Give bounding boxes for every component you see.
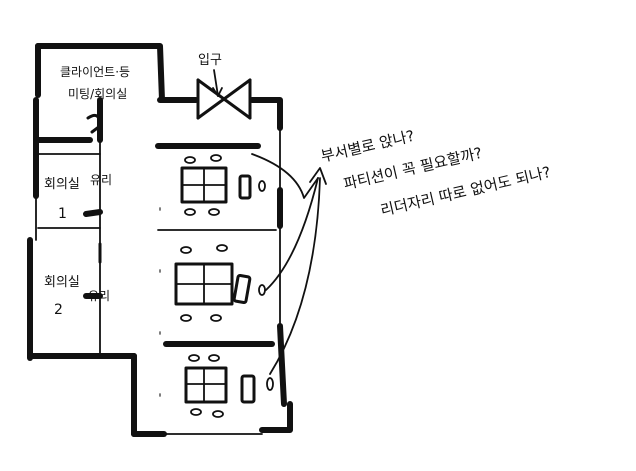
chair xyxy=(258,180,266,192)
chair xyxy=(190,408,202,416)
chair xyxy=(208,354,220,362)
entrance-label: 입구 xyxy=(198,53,222,68)
desk-cluster-2 xyxy=(174,244,266,322)
arrow-to-zone-2 xyxy=(265,177,319,291)
chair xyxy=(216,244,228,252)
meeting-room-1-name: 회의실 xyxy=(44,177,80,192)
side-desk xyxy=(232,273,252,305)
client-room-label-line1: 클라이언트·등 xyxy=(60,65,130,79)
chair xyxy=(266,377,274,391)
arrow-to-zone-1 xyxy=(251,153,319,199)
chair xyxy=(212,410,224,418)
side-desk xyxy=(238,174,252,200)
meeting-room-1: 회의실 유리 1 xyxy=(44,173,112,222)
chair xyxy=(210,314,222,322)
chair xyxy=(180,314,192,322)
note-seat-by-department: 부서별로 앉나? xyxy=(319,127,416,166)
chair xyxy=(258,284,266,296)
meeting1-door-mark xyxy=(83,209,103,217)
chair xyxy=(210,154,222,162)
desk-group-3 xyxy=(184,366,228,404)
chair xyxy=(184,208,196,216)
annotation-arrows xyxy=(251,153,327,375)
right-wall-segment-2 xyxy=(277,323,287,407)
meeting-room-1-glass: 유리 xyxy=(90,173,112,187)
notes: 부서별로 앉나? 파티션이 꼭 필요할까? 리더자리 따로 없어도 되나? xyxy=(319,127,552,220)
meeting-room-1-number: 1 xyxy=(58,206,67,222)
entrance: 입구 xyxy=(196,53,252,120)
chair xyxy=(208,208,220,216)
entrance-double-door xyxy=(196,78,252,120)
walls xyxy=(27,43,293,441)
chair xyxy=(180,246,192,254)
meeting-room-2-name: 회의실 xyxy=(44,275,80,290)
desk-cluster-1 xyxy=(180,154,266,216)
meeting-room-2-number: 2 xyxy=(54,302,63,318)
chair xyxy=(188,354,200,362)
entrance-arrow xyxy=(213,69,219,97)
client-room: 클라이언트·등 미팅/회의실 xyxy=(60,65,130,101)
arrow-to-zone-3 xyxy=(269,177,321,375)
arrow-head xyxy=(309,167,327,185)
entrance-door-frame xyxy=(196,78,252,120)
desk-group-2-dividers xyxy=(175,263,233,305)
client-room-label-line2: 미팅/회의실 xyxy=(68,87,127,101)
side-desk xyxy=(240,374,256,404)
desk-group-3-dividers xyxy=(185,367,227,403)
desk-group-1-dividers xyxy=(181,167,227,203)
desk-cluster-3 xyxy=(184,354,274,418)
corridor-top-wall-right xyxy=(249,97,283,131)
meeting-room-2: 회의실 유리 2 xyxy=(44,275,110,318)
meeting-room-2-glass: 유리 xyxy=(88,289,110,303)
chair xyxy=(184,156,196,164)
client-room-top-wall xyxy=(35,43,165,103)
bottom-wall-right xyxy=(259,401,293,433)
